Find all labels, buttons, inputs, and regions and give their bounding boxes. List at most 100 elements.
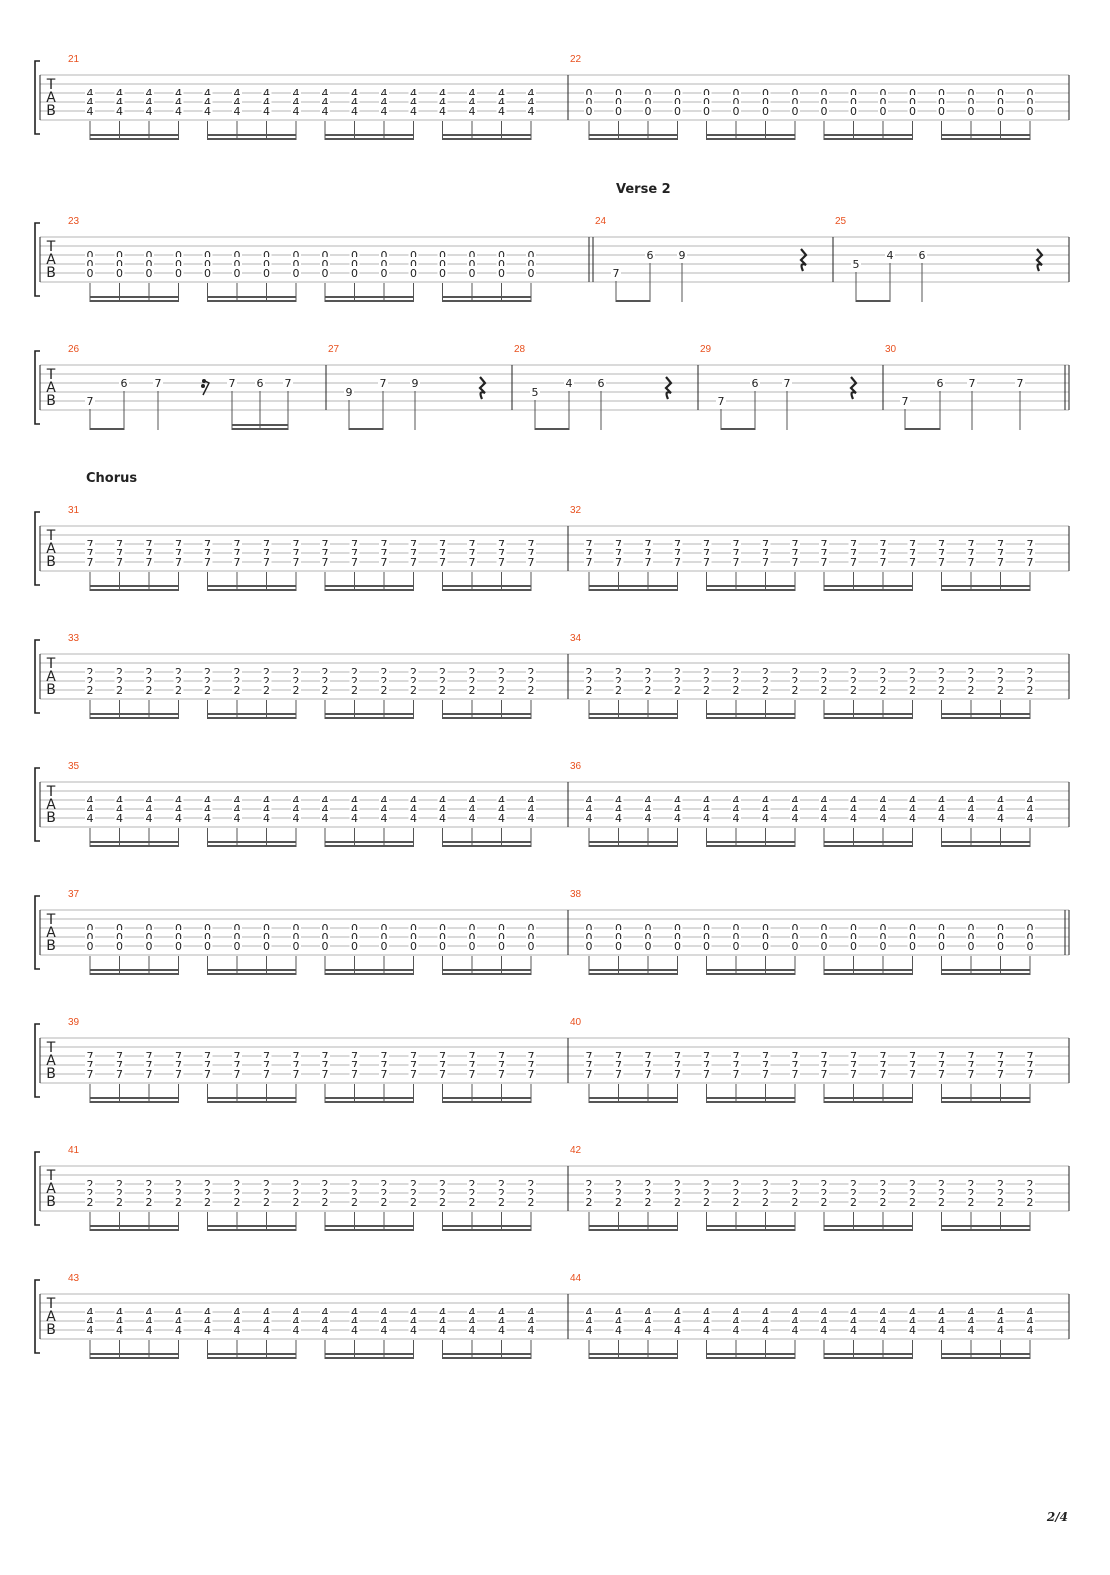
tab-clef-letter: T	[46, 1168, 56, 1184]
fret-background	[232, 248, 242, 260]
chord-fret: 4	[997, 1306, 1004, 1319]
fret-background	[349, 86, 360, 98]
fret-background	[202, 802, 213, 814]
fret-background	[760, 793, 771, 805]
chord-fret: 2	[293, 666, 300, 679]
chord-fret: 4	[498, 1306, 505, 1319]
chord-fret: 7	[146, 1059, 153, 1072]
chord-fret: 4	[116, 105, 123, 118]
sixteenth-rest-dot	[202, 379, 206, 383]
tab-clef-letter: A	[46, 925, 56, 941]
chord-fret: 4	[322, 1306, 329, 1319]
fret-background	[114, 257, 125, 269]
chord-fret: 4	[234, 1324, 241, 1337]
fret-background	[819, 665, 829, 677]
fret-background	[731, 1323, 741, 1335]
chord-fret: 0	[381, 267, 388, 280]
riff-note-fret: 6	[752, 377, 759, 390]
fret-background	[731, 930, 741, 942]
chord-fret: 7	[1027, 538, 1034, 551]
chord-fret: 7	[469, 538, 476, 551]
chord-fret: 4	[439, 1315, 446, 1328]
fret-background	[790, 811, 800, 823]
tab-clef-letter: T	[46, 784, 56, 800]
fret-background	[584, 939, 594, 951]
fret-background	[848, 674, 859, 686]
fret-background	[467, 921, 477, 933]
chord-fret: 7	[175, 1068, 182, 1081]
fret-background	[701, 1177, 712, 1189]
fret-background	[496, 86, 507, 98]
fret-background	[790, 674, 800, 686]
chord-fret: 7	[880, 1068, 887, 1081]
chord-fret: 4	[528, 803, 535, 816]
fret-background	[760, 1186, 771, 1198]
fret-background	[995, 1195, 1006, 1207]
chord-fret: 4	[938, 1306, 945, 1319]
fret-background	[848, 104, 859, 116]
fret-background	[408, 793, 419, 805]
fret-background	[144, 1314, 154, 1326]
chord-fret: 4	[615, 812, 622, 825]
chord-fret: 4	[792, 1315, 799, 1328]
fret-background	[202, 1314, 213, 1326]
fret-background	[114, 674, 125, 686]
fret-background	[790, 555, 800, 567]
chord-fret: 0	[1027, 87, 1034, 100]
chord-fret: 0	[1027, 96, 1034, 109]
fret-background	[227, 376, 237, 388]
chord-fret: 7	[968, 1059, 975, 1072]
fret-background	[114, 86, 125, 98]
chord-fret: 7	[439, 1050, 446, 1063]
fret-background	[643, 1314, 653, 1326]
fret-background	[672, 1186, 683, 1198]
chord-fret: 2	[762, 1178, 769, 1191]
chord-fret: 7	[351, 1050, 358, 1063]
fret-background	[731, 555, 741, 567]
chord-fret: 7	[498, 538, 505, 551]
riff-note-fret: 7	[380, 377, 387, 390]
chord-fret: 7	[439, 1059, 446, 1072]
fret-background	[408, 104, 419, 116]
fret-background	[848, 1323, 859, 1335]
chord-fret: 0	[322, 249, 329, 262]
chord-fret: 4	[204, 794, 211, 807]
fret-background	[408, 683, 419, 695]
chord-fret: 2	[410, 1178, 417, 1191]
fret-background	[526, 939, 536, 951]
fret-background	[291, 95, 301, 107]
chord-fret: 2	[322, 1196, 329, 1209]
fret-background	[173, 266, 184, 278]
fret-background	[202, 86, 213, 98]
chord-fret: 4	[938, 812, 945, 825]
fret-background	[731, 811, 741, 823]
fret-background	[291, 811, 301, 823]
riff-note-fret: 4	[887, 249, 894, 262]
chord-fret: 0	[792, 96, 799, 109]
fret-background	[349, 1305, 360, 1317]
chord-fret: 4	[733, 1324, 740, 1337]
fret-background	[467, 1305, 477, 1317]
fret-background	[760, 1177, 771, 1189]
fret-background	[202, 257, 213, 269]
fret-background	[936, 1058, 947, 1070]
chord-fret: 0	[880, 105, 887, 118]
fret-background	[907, 1177, 918, 1189]
chord-fret: 7	[263, 556, 270, 569]
fret-background	[526, 266, 536, 278]
fret-background	[966, 802, 976, 814]
fret-background	[496, 811, 507, 823]
fret-background	[173, 1058, 184, 1070]
fret-background	[261, 257, 272, 269]
chord-fret: 7	[1027, 556, 1034, 569]
tab-clef-letter: T	[46, 1296, 56, 1312]
fret-background	[526, 1049, 536, 1061]
chord-fret: 7	[762, 1068, 769, 1081]
chord-fret: 7	[116, 547, 123, 560]
fret-background	[349, 555, 360, 567]
fret-background	[643, 674, 653, 686]
fret-background	[261, 248, 272, 260]
chord-fret: 0	[615, 931, 622, 944]
fret-background	[85, 95, 95, 107]
chord-fret: 7	[146, 556, 153, 569]
